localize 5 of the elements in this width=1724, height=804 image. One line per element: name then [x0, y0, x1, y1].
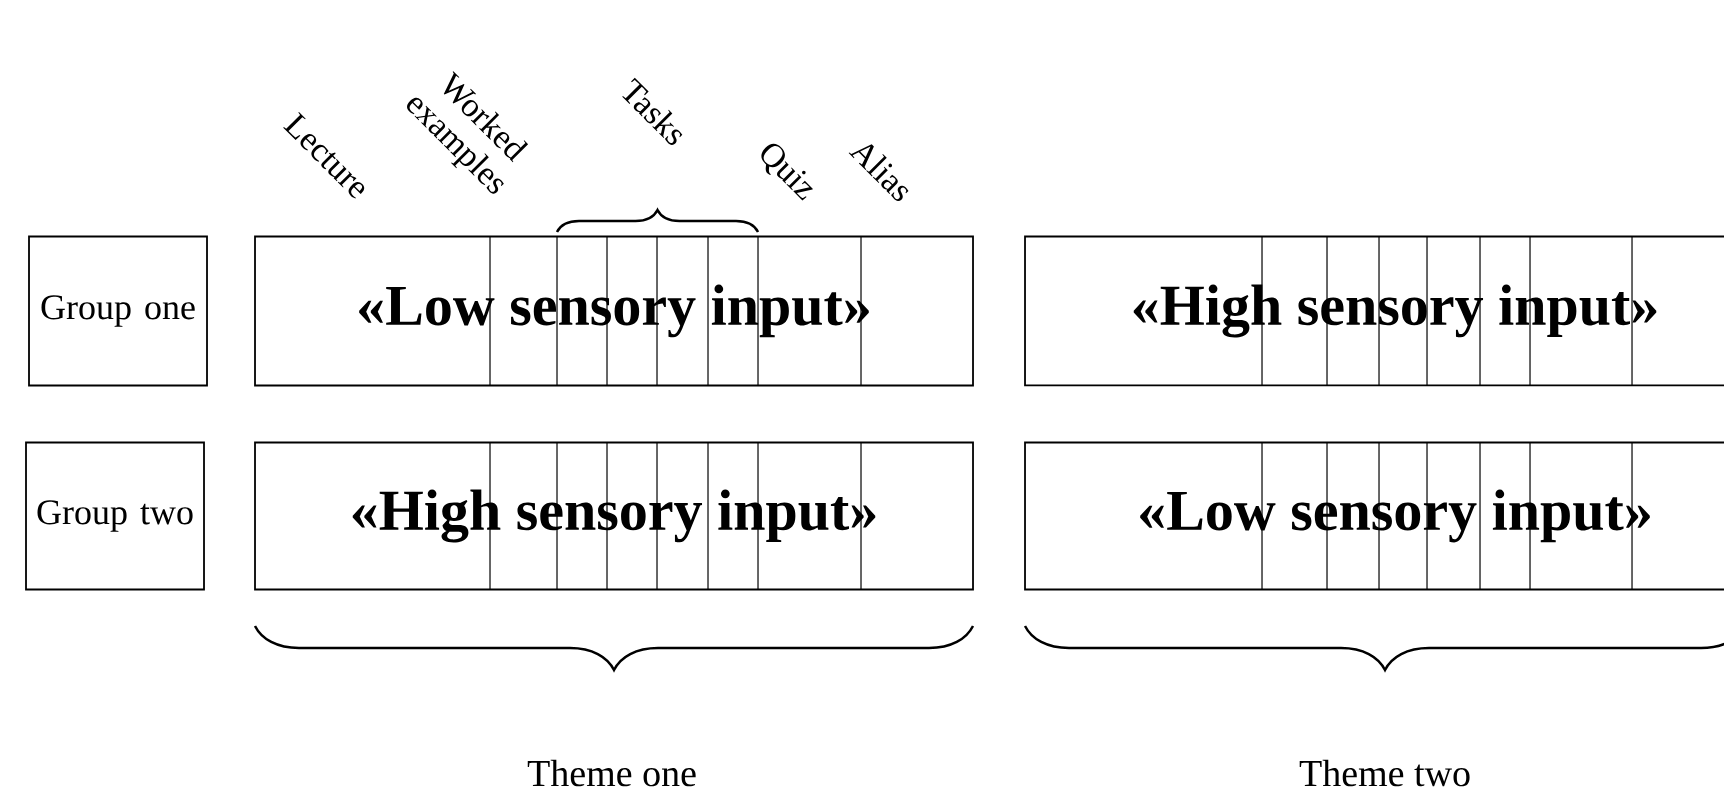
group-box: Group two: [25, 441, 205, 591]
theme-label: Theme two: [1299, 759, 1470, 787]
group-box: Group one: [28, 235, 208, 387]
column-label: Alias: [848, 144, 909, 202]
theme-label: Theme one: [527, 759, 696, 787]
